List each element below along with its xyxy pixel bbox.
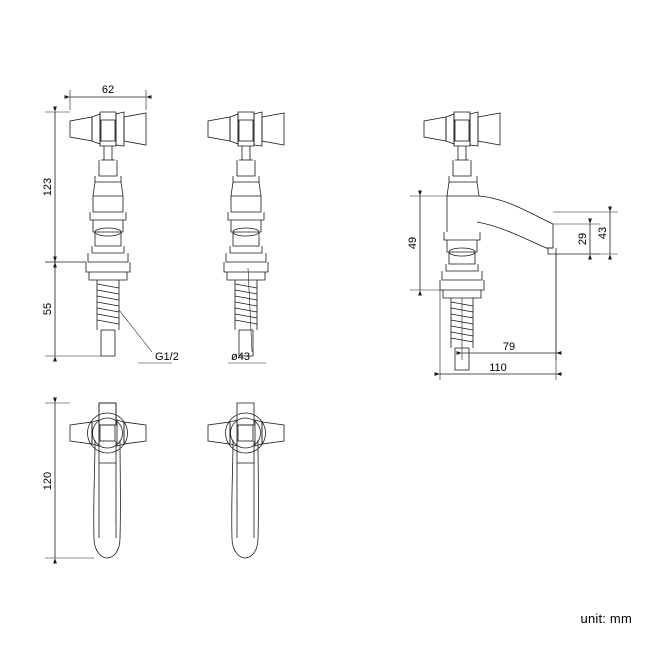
dim-overall-depth	[434, 254, 562, 380]
unit-note: unit: mm	[580, 611, 632, 626]
top-view-tap-right	[207, 402, 285, 559]
side-view-tap	[423, 111, 557, 371]
front-view-tap-right	[207, 111, 285, 357]
dim-label-thread-size: G1/2	[155, 351, 179, 363]
dim-label-spout-reach: 79	[503, 341, 515, 353]
dim-label-body-height: 123	[42, 178, 54, 196]
dim-label-overall-depth: 110	[489, 362, 507, 374]
dim-spout-vertical-total	[553, 206, 618, 260]
dim-label-spout-vertical-total: 43	[597, 227, 609, 239]
dim-thread-size	[118, 309, 172, 364]
dim-shank-height	[45, 256, 101, 362]
dim-label-spout-height: 49	[407, 237, 419, 249]
dim-label-shank-height: 55	[42, 303, 54, 315]
dim-label-handle-width: 62	[102, 84, 114, 96]
dim-label-base-diameter: ø43	[231, 351, 250, 363]
dim-label-spout-outlet-drop: 29	[577, 233, 589, 245]
dim-handle-width	[64, 90, 152, 110]
top-view-tap-left	[69, 402, 147, 559]
dim-base-diameter	[228, 267, 266, 364]
front-view-tap-left	[69, 111, 147, 357]
dim-spout-height	[410, 190, 447, 296]
dim-label-plan-overall-depth: 120	[42, 472, 54, 490]
dim-plan-overall-depth	[45, 397, 94, 564]
